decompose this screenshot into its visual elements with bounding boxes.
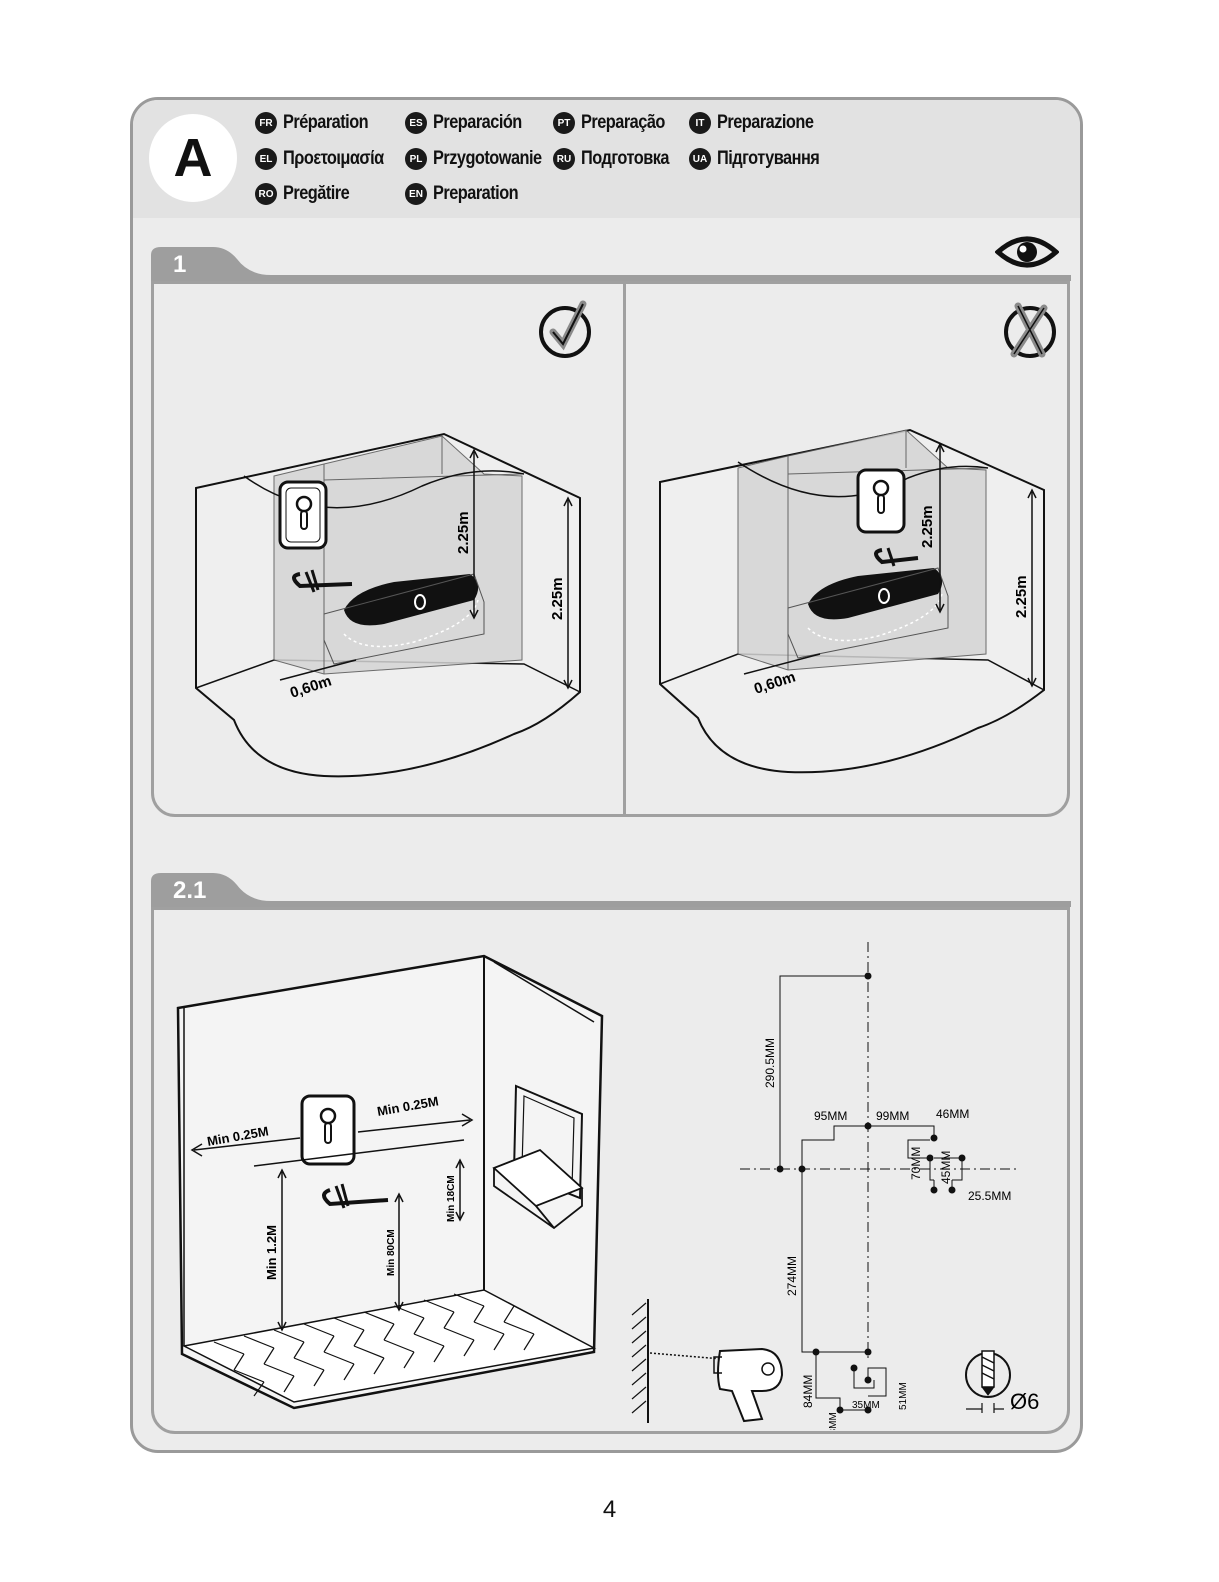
lang-item-el: EL Προετοιμασία bbox=[255, 146, 400, 172]
step1-number: 1 bbox=[173, 251, 187, 278]
lang-item-en: EN Preparation bbox=[405, 181, 532, 207]
lang-badge: RU bbox=[553, 148, 575, 170]
lang-badge: FR bbox=[255, 112, 277, 134]
step1-correct-panel: 2.25m 2.25m 0,60m bbox=[151, 281, 626, 817]
bathroom-zone-illustration: 2.25m 2.25m 0,60m bbox=[659, 428, 1045, 774]
page-number: 4 bbox=[602, 1496, 617, 1523]
mounting-template-drawing: 290.5MM 95MM 99MM 46MM 70MM 45MM 25.5MM … bbox=[740, 942, 1020, 1430]
step21-panel: Min 0.25M Min 0.25M Min 1.2M Min 80CM Mi… bbox=[151, 907, 1070, 1434]
min-height-label: Min 1.2M bbox=[264, 1225, 279, 1280]
lang-badge: UA bbox=[689, 148, 711, 170]
dim-70-label: 70MM bbox=[909, 1147, 923, 1180]
lang-badge: ES bbox=[405, 112, 427, 134]
lang-label: Preparación bbox=[433, 112, 522, 133]
eye-icon bbox=[995, 236, 1059, 268]
step1-incorrect-panel: 2.25m 2.25m 0,60m bbox=[623, 281, 1070, 817]
check-circle-icon bbox=[539, 300, 591, 358]
dim-25-5-label: 25.5MM bbox=[968, 1189, 1011, 1203]
dim-290-label: 290.5MM bbox=[763, 1038, 777, 1088]
lang-label: Preparation bbox=[433, 183, 519, 204]
lang-label: Preparação bbox=[581, 112, 665, 133]
inner-height-label: 2.25m bbox=[919, 505, 936, 548]
min-80-label: Min 80CM bbox=[386, 1229, 397, 1276]
section-header: A FR Préparation ES Preparación PT Prepa… bbox=[133, 100, 1080, 218]
drill-bit-icon: Ø6 bbox=[965, 1350, 1039, 1414]
outer-height-label: 2.25m bbox=[549, 577, 566, 620]
dim-274-label: 274MM bbox=[785, 1256, 799, 1296]
dim-51-label: 51MM bbox=[898, 1382, 909, 1410]
min-18-label: Min 18CM bbox=[446, 1175, 457, 1222]
dim-95-label: 95MM bbox=[814, 1109, 847, 1123]
lang-item-pt: PT Preparação bbox=[553, 110, 679, 136]
lang-label: Pregătire bbox=[283, 183, 350, 204]
outer-height-label: 2.25m bbox=[1013, 575, 1030, 618]
lang-badge: IT bbox=[689, 112, 711, 134]
drill-illustration bbox=[631, 1299, 784, 1423]
lang-label: Preparazione bbox=[717, 112, 814, 133]
lang-label: Préparation bbox=[283, 112, 369, 133]
step1-tab bbox=[151, 247, 1071, 281]
lang-badge: EL bbox=[255, 148, 277, 170]
step21-number: 2.1 bbox=[173, 877, 207, 904]
lang-badge: EN bbox=[405, 183, 427, 205]
lang-label: Przygotowanie bbox=[433, 148, 542, 169]
dim-33-label: 33MM bbox=[828, 1412, 839, 1430]
section-letter: A bbox=[149, 114, 237, 202]
inner-height-label: 2.25m bbox=[455, 511, 472, 554]
step21-tab bbox=[151, 873, 1071, 907]
lang-item-ua: UA Підготування bbox=[689, 146, 836, 172]
dim-84-label: 84MM bbox=[801, 1375, 815, 1408]
lang-item-fr: FR Préparation bbox=[255, 110, 382, 136]
dim-45-label: 45MM bbox=[939, 1151, 953, 1184]
drill-diameter-label: Ø6 bbox=[1010, 1389, 1039, 1414]
lang-item-es: ES Preparación bbox=[405, 110, 536, 136]
cross-circle-icon bbox=[1004, 302, 1056, 358]
dim-35-label: 35MM bbox=[852, 1400, 880, 1411]
lang-label: Προετοιμασία bbox=[283, 148, 384, 169]
lang-item-ro: RO Pregătire bbox=[255, 181, 360, 207]
lang-item-ru: RU Подготовка bbox=[553, 146, 683, 172]
lang-label: Подготовка bbox=[581, 148, 669, 169]
mounting-room-illustration: Min 0.25M Min 0.25M Min 1.2M Min 80CM Mi… bbox=[176, 954, 604, 1410]
lang-label: Підготування bbox=[717, 148, 820, 169]
dim-46-label: 46MM bbox=[936, 1107, 969, 1121]
lang-item-it: IT Preparazione bbox=[689, 110, 829, 136]
dim-99-label: 99MM bbox=[876, 1109, 909, 1123]
lang-badge: PL bbox=[405, 148, 427, 170]
lang-item-pl: PL Przygotowanie bbox=[405, 146, 559, 172]
lang-badge: PT bbox=[553, 112, 575, 134]
lang-badge: RO bbox=[255, 183, 277, 205]
bathroom-zone-illustration: 2.25m 2.25m 0,60m bbox=[195, 432, 581, 778]
instruction-frame: A FR Préparation ES Preparación PT Prepa… bbox=[130, 97, 1083, 1453]
